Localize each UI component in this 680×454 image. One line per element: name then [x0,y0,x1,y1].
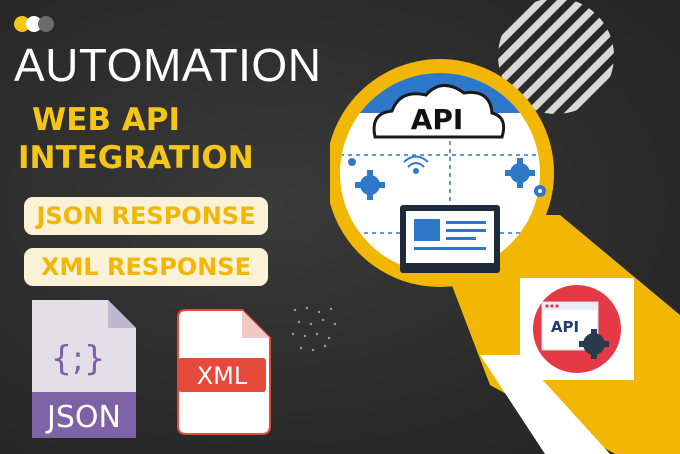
toggle-dots-icon [14,16,54,32]
api-illustration: API [330,59,680,454]
json-response-pill: JSON RESPONSE [24,197,268,235]
cloud-api-label: API [411,103,464,136]
gear-icon [348,158,385,200]
json-glyph: {;} [51,339,106,379]
xml-file-icon: XML [177,309,271,435]
gear-icon [505,158,546,197]
json-file-label: JSON [45,400,121,435]
subtitle-line-1: WEB API [32,102,181,138]
xml-file-label: XML [197,362,248,390]
cloud-icon [372,84,506,139]
monitor-icon [400,205,500,273]
white-band [480,355,610,454]
subtitle-line-2: INTEGRATION [18,140,254,176]
gear-icon [579,329,609,359]
xml-response-pill: XML RESPONSE [24,248,268,286]
wifi-icon [403,155,429,174]
dot-pattern-decoration [291,306,337,352]
badge-api-label: API [551,318,579,336]
page-title: AUTOMATION [14,39,322,91]
json-file-icon: {;} JSON [32,300,136,438]
api-badge-card: API [520,278,634,380]
api-badge-icon: API [533,285,621,373]
